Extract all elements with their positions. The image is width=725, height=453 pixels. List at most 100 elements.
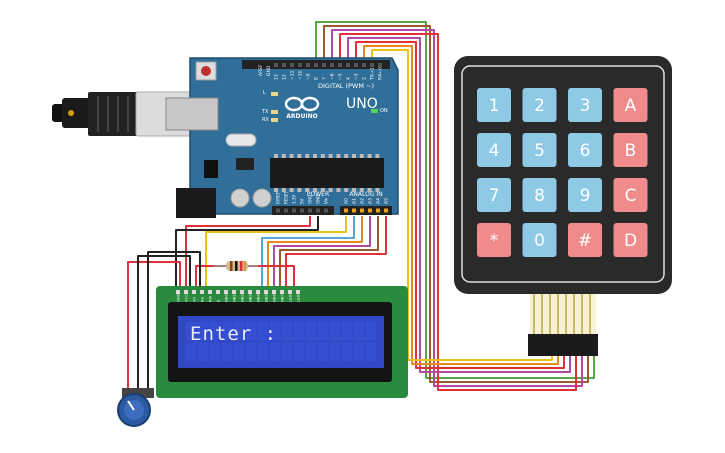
lcd-pin [184,290,188,294]
wire-a4 [279,216,379,292]
lcd-pin-label: V0 [192,296,197,302]
key-6[interactable]: 6 [568,133,602,167]
key-face [522,133,557,167]
key-0[interactable]: 0 [522,223,557,257]
key-5[interactable]: 5 [522,133,557,167]
key-3[interactable]: 3 [568,88,602,122]
lcd-pin [224,290,228,294]
lcd-pin-label: DB1 [232,293,237,302]
analog-pin-label: A5 [384,198,390,204]
key-face [568,133,602,167]
analog-pin [368,208,372,213]
lcd-pin-label: VCC [184,294,189,302]
capacitor-2 [252,188,272,208]
lcd-pin-label: RW [208,296,213,302]
on-label: ON [380,108,388,114]
key-#[interactable]: # [568,223,602,257]
key-2[interactable]: 2 [522,88,557,122]
atmega-chip [270,158,384,188]
key-face [522,178,557,212]
key-face [477,88,511,122]
digital-pin-label: ~9 [306,73,312,80]
digital-pin-label: 8 [314,77,320,80]
arduino-logo-icon [284,96,320,112]
potentiometer[interactable] [117,388,154,427]
aref-label: AREF [258,64,264,76]
wire-a5 [285,216,387,292]
digital-pin-label: 13 [274,74,280,80]
lcd-pin [192,290,196,294]
digital-pin [378,63,382,67]
lcd-pin [216,290,220,294]
power-pin-label: GND [308,195,313,204]
digital-pin-label: 4 [346,77,352,80]
wire-a3 [273,216,371,292]
wire-keypad-6 [355,41,565,369]
lcd-text: Enter : [190,323,277,345]
lcd-pin [264,290,268,294]
key-label: # [578,231,592,251]
key-B[interactable]: B [613,133,648,167]
key-A[interactable]: A [613,88,648,122]
lcd-pin [280,290,284,294]
key-face [477,223,511,257]
key-label: B [625,141,637,161]
led-tx [271,110,278,114]
key-face [477,178,511,212]
lcd-pin [248,290,252,294]
power-pin-label: IOREF [276,191,281,204]
digital-pin [330,63,334,67]
wire-keypad-7 [363,45,559,365]
lcd-pin-label: RS [200,296,205,302]
key-face [522,223,557,257]
key-label: 0 [534,231,545,251]
analog-pin-label: A4 [376,198,382,204]
key-1[interactable]: 1 [477,88,511,122]
analog-pin [352,208,356,213]
key-face [613,88,648,122]
digital-pin [354,63,358,67]
lcd-pin [208,290,212,294]
key-9[interactable]: 9 [568,178,602,212]
digital-label: DIGITAL (PWM ~) [318,82,374,90]
lcd-pin-label: DB7 [280,293,285,302]
lcd-pin [240,290,244,294]
power-pin [324,208,328,213]
key-*[interactable]: * [477,223,511,257]
digital-pin-label: 7 [322,77,328,80]
key-D[interactable]: D [613,223,648,257]
resistor [214,261,258,271]
lcd-pin-label: DB4 [256,293,261,302]
key-face [522,88,557,122]
key-label: 2 [534,96,545,116]
lcd-pin [200,290,204,294]
digital-pin-label: ~3 [354,73,360,80]
small-chip [236,158,254,170]
power-pin-label: GND [316,195,321,204]
lcd-pin [176,290,180,294]
wire-pot-2 [137,255,191,392]
analog-pin-label: A1 [352,198,358,204]
key-label: * [490,231,499,251]
lcd-pin [256,290,260,294]
key-8[interactable]: 8 [522,178,557,212]
power-pin-label: RESET [284,191,289,204]
key-7[interactable]: 7 [477,178,511,212]
digital-pin-label: ~5 [338,73,344,80]
key-4[interactable]: 4 [477,133,511,167]
wire-keypad-3 [331,29,583,387]
rx-label: RX [262,117,269,123]
wire-keypad-5 [347,37,571,373]
digital-pin-label: ~6 [330,73,336,80]
digital-pin [306,63,310,67]
digital-pin [346,63,350,67]
key-face [613,133,648,167]
key-C[interactable]: C [613,178,648,212]
digital-pin-label: ~10 [298,70,304,80]
key-label: C [625,186,637,206]
digital-pin [298,63,302,67]
